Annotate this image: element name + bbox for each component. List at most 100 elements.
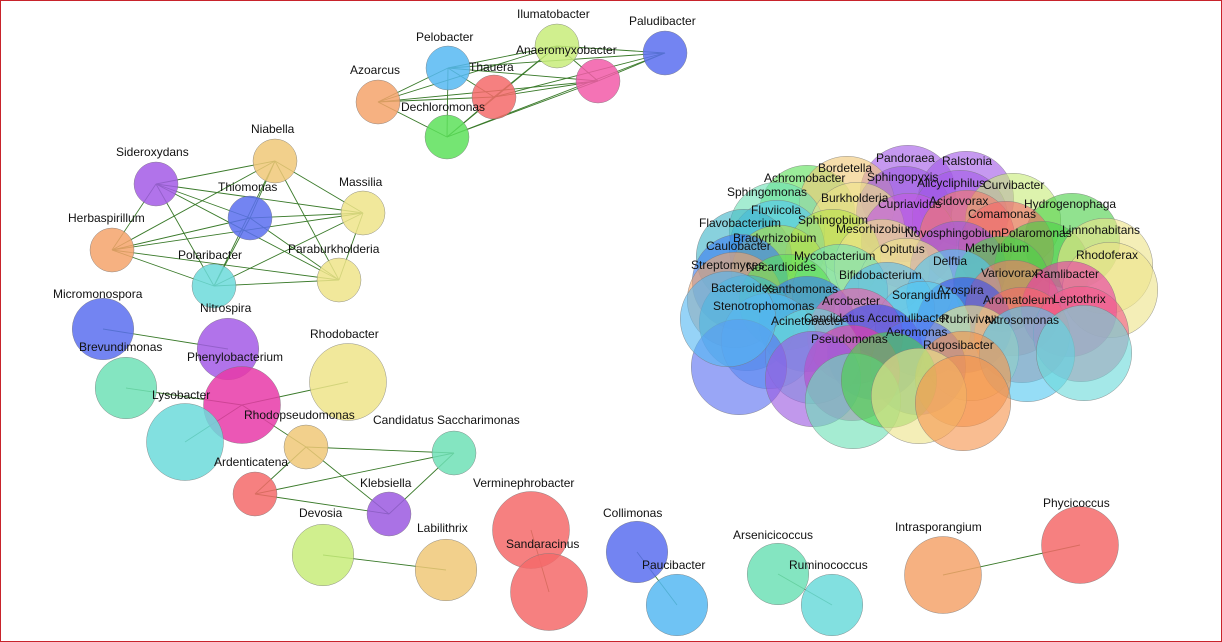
- node-label-azospira: Azospira: [937, 283, 984, 297]
- node-labilithrix[interactable]: [415, 539, 478, 602]
- node-label-klebsiella: Klebsiella: [360, 476, 412, 490]
- node-label-comamonas: Comamonas: [968, 207, 1036, 221]
- node-phycicoccus[interactable]: [1041, 506, 1119, 584]
- node-label-herbaspirillum: Herbaspirillum: [68, 211, 145, 225]
- edge-rhodopseudomonas-to-candidatus-saccharimonas: [305, 446, 455, 454]
- node-label-nitrospira: Nitrospira: [200, 301, 252, 315]
- node-label-bifidobacterium: Bifidobacterium: [839, 268, 922, 282]
- node-label-ruminococcus: Ruminococcus: [789, 558, 868, 572]
- node-label-paucibacter: Paucibacter: [642, 558, 705, 572]
- node-label-sandaracinus: Sandaracinus: [506, 537, 579, 551]
- node-herbaspirillum[interactable]: [89, 227, 135, 273]
- node-label-micromonospora: Micromonospora: [53, 287, 143, 301]
- node-label-verminephrobacter: Verminephrobacter: [473, 476, 574, 490]
- node-label-azoarcus: Azoarcus: [350, 63, 400, 77]
- node-label-candidatus-accumulibacter: Candidatus Accumulibacter: [804, 311, 949, 325]
- node-label-sphingomonas: Sphingomonas: [727, 185, 807, 199]
- edge-paludibacter-to-dechloromonas: [446, 52, 666, 138]
- node-phenylobacterium[interactable]: [203, 366, 281, 444]
- node-rhodobacter[interactable]: [309, 343, 387, 421]
- node-label-arsenicicoccus: Arsenicicoccus: [733, 528, 813, 542]
- node-label-labilithrix: Labilithrix: [417, 521, 468, 535]
- node-ilumatobacter[interactable]: [534, 23, 580, 69]
- node-label-variovorax: Variovorax: [981, 266, 1037, 280]
- node-arsenicicoccus[interactable]: [747, 543, 810, 606]
- node-sandaracinus[interactable]: [510, 553, 588, 631]
- node-label-nitrosomonas: Nitrosomonas: [985, 313, 1059, 327]
- node-niabella[interactable]: [252, 138, 298, 184]
- node-label-achromobacter: Achromobacter: [764, 171, 845, 185]
- node-label-rhodopseudomonas: Rhodopseudomonas: [244, 408, 355, 422]
- node-label-ardenticatena: Ardenticatena: [214, 455, 288, 469]
- node-polaribacter[interactable]: [191, 263, 237, 309]
- node-label-leptothrix: Leptothrix: [1053, 292, 1106, 306]
- node-label-opitutus: Opitutus: [880, 242, 925, 256]
- node-label-pandoraea: Pandoraea: [876, 151, 935, 165]
- node-pelobacter[interactable]: [425, 45, 471, 91]
- node-label-rhodoferax: Rhodoferax: [1076, 248, 1138, 262]
- node-ardenticatena[interactable]: [232, 471, 278, 517]
- node-label-acidovorax: Acidovorax: [929, 194, 988, 208]
- node-label-streptomyces: Streptomyces: [691, 258, 764, 272]
- node-label-aromatoleum: Aromatoleum: [983, 293, 1054, 307]
- node-sideroxydans[interactable]: [133, 161, 179, 207]
- node-label-ralstonia: Ralstonia: [942, 154, 992, 168]
- node-label-candidatus-saccharimonas: Candidatus Saccharimonas: [373, 413, 520, 427]
- node-label-nocardioides: Nocardioides: [746, 260, 816, 274]
- node-label-niabella: Niabella: [251, 122, 295, 136]
- node-lysobacter[interactable]: [146, 403, 224, 481]
- node-ruminococcus[interactable]: [801, 574, 864, 637]
- node-klebsiella[interactable]: [366, 491, 412, 537]
- node-label-polaromonas: Polaromonas: [1001, 226, 1072, 240]
- edge-massilia-to-polaribacter: [213, 212, 364, 287]
- node-c-blob-6[interactable]: [915, 355, 1011, 451]
- node-label-ramlibacter: Ramlibacter: [1035, 267, 1099, 281]
- node-label-sideroxydans: Sideroxydans: [116, 145, 189, 159]
- node-c-blob-8[interactable]: [680, 271, 776, 367]
- node-paraburkholderia[interactable]: [316, 257, 362, 303]
- node-devosia[interactable]: [292, 524, 355, 587]
- node-label-bradyrhizobium: Bradyrhizobium: [733, 231, 816, 245]
- node-thauera[interactable]: [471, 74, 517, 120]
- node-thiomonas[interactable]: [227, 195, 273, 241]
- node-label-rugosibacter: Rugosibacter: [923, 338, 994, 352]
- node-candidatus-saccharimonas[interactable]: [431, 430, 477, 476]
- node-label-flavobacterium: Flavobacterium: [699, 216, 781, 230]
- edge-ardenticatena-to-klebsiella: [254, 493, 390, 515]
- node-label-intrasporangium: Intrasporangium: [895, 520, 982, 534]
- node-label-thiomonas: Thiomonas: [218, 180, 277, 194]
- node-collimonas[interactable]: [606, 521, 669, 584]
- node-dechloromonas[interactable]: [424, 114, 470, 160]
- node-paludibacter[interactable]: [642, 30, 688, 76]
- node-paucibacter[interactable]: [646, 574, 709, 637]
- node-label-mycobacterium: Mycobacterium: [794, 249, 875, 263]
- node-c-blob-7[interactable]: [1036, 305, 1132, 401]
- node-label-curvibacter: Curvibacter: [983, 178, 1044, 192]
- node-label-sorangium: Sorangium: [892, 288, 950, 302]
- node-label-phycicoccus: Phycicoccus: [1043, 496, 1110, 510]
- node-anaeromyxobacter[interactable]: [575, 58, 621, 104]
- node-brevundimonas[interactable]: [94, 357, 157, 420]
- node-azoarcus[interactable]: [355, 79, 401, 125]
- node-label-lysobacter: Lysobacter: [152, 388, 210, 402]
- node-label-massilia: Massilia: [339, 175, 383, 189]
- node-micromonospora[interactable]: [71, 298, 134, 361]
- edge-niabella-to-paraburkholderia: [274, 160, 340, 281]
- edge-niabella-to-herbaspirillum: [111, 160, 276, 251]
- node-label-methylibium: Methylibium: [965, 241, 1029, 255]
- node-label-anaeromyxobacter: Anaeromyxobacter: [516, 43, 617, 57]
- node-label-thauera: Thauera: [469, 60, 514, 74]
- node-label-fluviicola: Fluviicola: [751, 203, 801, 217]
- node-label-delftia: Delftia: [933, 254, 967, 268]
- node-intrasporangium[interactable]: [904, 536, 982, 614]
- node-label-polaribacter: Polaribacter: [178, 248, 242, 262]
- node-label-phenylobacterium: Phenylobacterium: [187, 350, 283, 364]
- edge-ardenticatena-to-candidatus-saccharimonas: [254, 452, 455, 495]
- node-label-devosia: Devosia: [299, 506, 343, 520]
- node-rhodopseudomonas[interactable]: [283, 424, 329, 470]
- edge-herbaspirillum-to-paraburkholderia: [111, 249, 340, 281]
- node-massilia[interactable]: [340, 190, 386, 236]
